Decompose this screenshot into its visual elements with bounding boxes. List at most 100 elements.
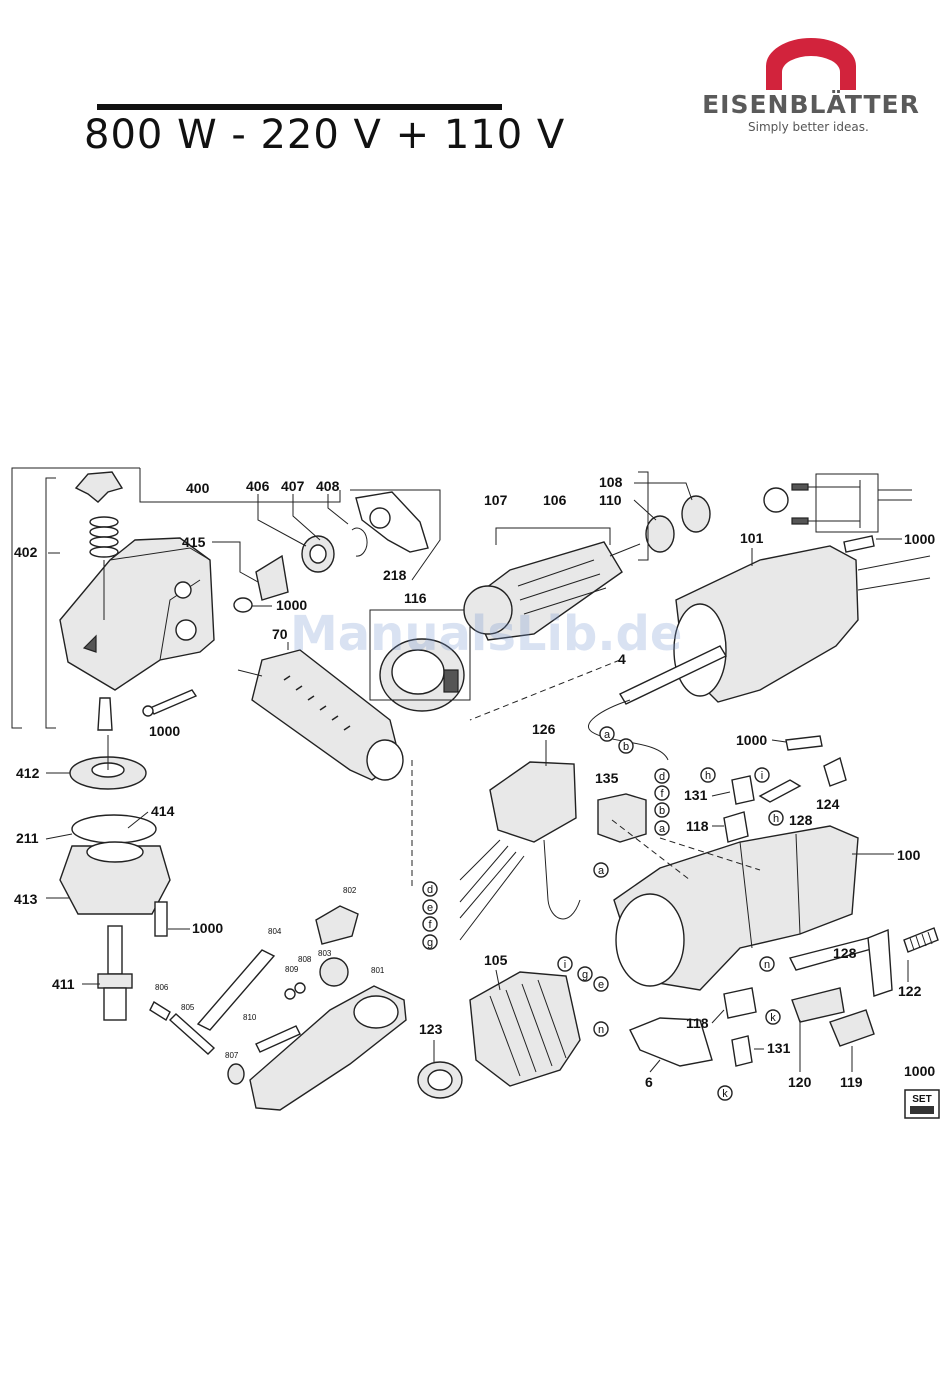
- spring-122-part: [903, 927, 939, 953]
- svg-text:k: k: [770, 1012, 776, 1024]
- wire-marker-k: k: [717, 1085, 733, 1101]
- wire-marker-n: n: [759, 956, 775, 972]
- wire-marker-n: n: [593, 1021, 609, 1037]
- screw-part-4: [785, 735, 823, 751]
- brush-holder-118b-part: [723, 987, 757, 1019]
- svg-text:e: e: [427, 902, 433, 914]
- nut-part: [233, 597, 253, 613]
- title-rule: [97, 104, 502, 110]
- wire-marker-b: b: [618, 738, 634, 754]
- bevel-pinion-part: [255, 554, 289, 601]
- wire-marker-d: d: [422, 881, 438, 897]
- callout-406: 406: [246, 478, 270, 494]
- wire-marker-d: d: [654, 768, 670, 784]
- svg-text:d: d: [427, 884, 433, 896]
- callout-120: 120: [788, 1074, 812, 1090]
- wire-marker-e: e: [422, 899, 438, 915]
- bearing-108-part: [681, 495, 711, 533]
- bracket-402: [11, 467, 341, 729]
- callout-415: 415: [182, 534, 206, 550]
- callout-806: 806: [155, 983, 169, 992]
- svg-text:i: i: [761, 770, 763, 782]
- bearing-110-part: [645, 515, 675, 553]
- part-6: [629, 1017, 713, 1067]
- callout-118-b: 118: [686, 1015, 709, 1031]
- callout-101: 101: [740, 530, 764, 546]
- carbon-brush-131-part: [731, 775, 755, 805]
- wire-marker-f: f: [422, 916, 438, 932]
- small-callout-labels: 802 804 808 809 803 801 806 805 810 807: [155, 886, 385, 1060]
- callout-1000-d: 1000: [192, 920, 223, 936]
- brush-holder-118-part: [723, 811, 749, 843]
- callout-119: 119: [840, 1074, 863, 1090]
- circuit-schematic: [763, 473, 912, 533]
- callout-70: 70: [272, 626, 288, 642]
- callout-122: 122: [898, 983, 922, 999]
- callout-4: 4: [618, 651, 626, 667]
- brand-name: EISENBLÄTTER: [702, 90, 920, 119]
- callout-100: 100: [897, 847, 921, 863]
- gear-housing-part: [59, 537, 215, 691]
- callout-107: 107: [484, 492, 508, 508]
- callout-135: 135: [595, 770, 619, 786]
- callout-807: 807: [225, 1051, 239, 1060]
- callout-414: 414: [151, 803, 175, 819]
- switch-120-part: [791, 987, 845, 1023]
- wire-marker-a: a: [599, 726, 615, 742]
- callout-408: 408: [316, 478, 340, 494]
- svg-text:d: d: [659, 771, 665, 783]
- flange-413-part: [59, 841, 171, 915]
- kit-800-series: [149, 905, 407, 1111]
- callout-118-a: 118: [686, 818, 709, 834]
- callout-110: 110: [599, 492, 622, 508]
- callout-124: 124: [816, 796, 840, 812]
- wire-markers: a b d f b a h i h d e f g a i g e n n k …: [422, 726, 784, 1101]
- stator-105-part: [469, 971, 581, 1087]
- svg-text:g: g: [582, 969, 588, 981]
- cable-tube-4-part: [588, 645, 727, 761]
- svg-text:k: k: [722, 1088, 728, 1100]
- wire-marker-e: e: [593, 976, 609, 992]
- callout-802: 802: [343, 886, 357, 895]
- callout-6: 6: [645, 1074, 653, 1090]
- wire-marker-g: g: [422, 934, 438, 950]
- callout-105: 105: [484, 952, 508, 968]
- wire-marker-i: i: [557, 956, 573, 972]
- page-title: 800 W - 220 V + 110 V: [84, 112, 566, 158]
- callout-803: 803: [318, 949, 332, 958]
- plate-218-part: [355, 491, 429, 553]
- callout-810: 810: [243, 1013, 257, 1022]
- callout-108: 108: [599, 474, 623, 490]
- bearing-406-part: [301, 535, 335, 573]
- leader-lines: [45, 482, 909, 1073]
- callout-131-a: 131: [684, 787, 708, 803]
- gear-housing-100-part: [613, 825, 859, 991]
- callout-801: 801: [371, 966, 385, 975]
- auxiliary-handle-part: [237, 649, 404, 781]
- part-124: [823, 756, 847, 787]
- callout-805: 805: [181, 1003, 195, 1012]
- screw-part-3: [843, 535, 875, 553]
- wire-marker-a: a: [593, 862, 609, 878]
- wire-marker-a: a: [654, 820, 670, 836]
- svg-text:h: h: [705, 770, 711, 782]
- callout-211: 211: [16, 830, 39, 846]
- callout-1000-b: 1000: [149, 723, 180, 739]
- callout-128-a: 128: [789, 812, 813, 828]
- callout-804: 804: [268, 927, 282, 936]
- wire-marker-g: g: [577, 966, 593, 982]
- svg-text:i: i: [564, 959, 566, 971]
- screw-part: [148, 689, 198, 715]
- callout-402: 402: [14, 544, 38, 560]
- callout-1000-e: 1000: [736, 732, 767, 748]
- switch-126-part: [459, 761, 581, 941]
- wire-marker-i: i: [754, 767, 770, 783]
- svg-text:n: n: [764, 959, 770, 971]
- brand-logo: EISENBLÄTTER Simply better ideas.: [680, 32, 942, 136]
- wire-marker-b: b: [654, 802, 670, 818]
- carbon-brush-131b-part: [731, 1035, 753, 1067]
- callout-809: 809: [285, 965, 299, 974]
- wire-marker-h: h: [700, 767, 716, 783]
- svg-text:f: f: [428, 919, 432, 931]
